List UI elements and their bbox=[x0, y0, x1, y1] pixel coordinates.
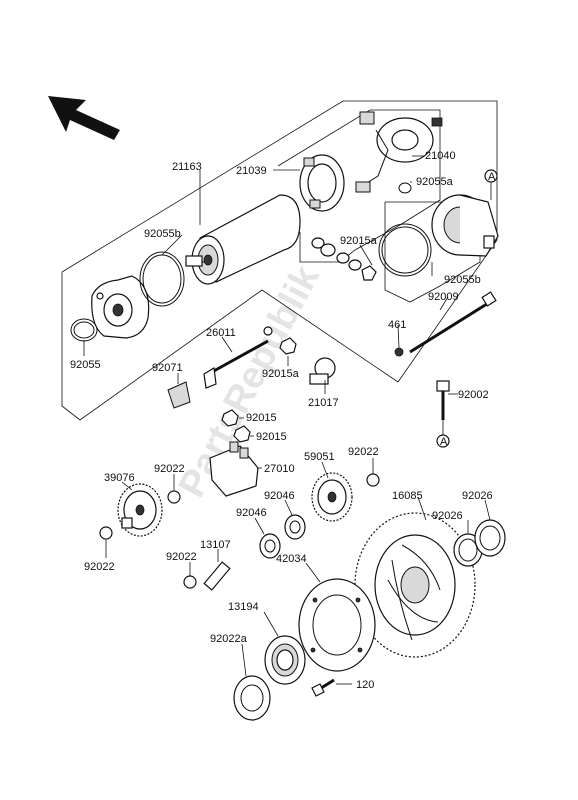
needle-bearing-92046-b bbox=[284, 514, 306, 540]
washer-92022-a bbox=[167, 490, 181, 504]
idle-gear-39076 bbox=[117, 483, 163, 537]
o-ring-92055b-front bbox=[139, 251, 185, 307]
label-92046-2: 92046 bbox=[236, 507, 267, 519]
needle-bearing-92046-a bbox=[259, 533, 281, 559]
part-labels: 21163 21039 21040 92055a 92055b 92015a 9… bbox=[70, 150, 493, 691]
spacer-ring-92026-b bbox=[474, 519, 506, 557]
label-26011: 26011 bbox=[206, 327, 236, 339]
front-direction-arrow-icon bbox=[48, 96, 120, 140]
brush-plate-21040 bbox=[355, 111, 443, 193]
label-92071: 92071 bbox=[152, 362, 183, 374]
o-ring-92055a bbox=[398, 182, 412, 194]
label-92055: 92055 bbox=[70, 359, 101, 371]
label-92022-3: 92022 bbox=[84, 561, 115, 573]
rubber-boot-92071 bbox=[167, 381, 191, 409]
lead-cable-26011 bbox=[203, 326, 273, 389]
o-ring-92055b-rear bbox=[378, 223, 432, 277]
label-21039: 21039 bbox=[236, 165, 267, 177]
leader-lines bbox=[83, 155, 491, 685]
label-92015a-2: 92015a bbox=[262, 368, 300, 380]
reference-marker-a-top: A bbox=[484, 169, 498, 200]
o-ring-92055 bbox=[70, 318, 98, 342]
bolt-92002 bbox=[436, 380, 450, 420]
label-27010: 27010 bbox=[264, 463, 295, 475]
label-59051: 59051 bbox=[304, 451, 335, 463]
label-21163: 21163 bbox=[172, 161, 202, 173]
washer-92022-b bbox=[99, 526, 113, 540]
label-16085: 16085 bbox=[392, 490, 423, 502]
nut-92015-lower bbox=[233, 425, 251, 443]
washer-92022a bbox=[233, 675, 271, 721]
label-92002: 92002 bbox=[458, 389, 489, 401]
svg-text:A: A bbox=[488, 171, 496, 183]
label-39076: 39076 bbox=[104, 472, 135, 484]
label-21040: 21040 bbox=[425, 150, 456, 162]
motor-yoke-21163 bbox=[185, 194, 301, 285]
label-92026-2: 92026 bbox=[432, 510, 463, 522]
label-42034: 42034 bbox=[276, 553, 307, 565]
washer-461 bbox=[394, 347, 404, 357]
label-92046-1: 92046 bbox=[264, 490, 295, 502]
bolt-120 bbox=[311, 678, 335, 697]
label-92015a-1: 92015a bbox=[340, 235, 378, 247]
label-92022a: 92022a bbox=[210, 633, 248, 645]
through-bolt-92009 bbox=[409, 291, 497, 354]
label-92015-2: 92015 bbox=[256, 431, 287, 443]
label-92022-2: 92022 bbox=[348, 446, 379, 458]
svg-text:A: A bbox=[440, 436, 448, 448]
washer-stack-92015a bbox=[311, 237, 377, 281]
washer-92022-d bbox=[183, 575, 197, 589]
label-92055a-1: 92055a bbox=[416, 176, 454, 188]
shaft-13107 bbox=[203, 561, 231, 591]
starter-relay-27010 bbox=[209, 441, 259, 497]
front-cover-part bbox=[91, 275, 150, 339]
washer-92022-c bbox=[366, 473, 380, 487]
one-way-clutch-13194 bbox=[264, 635, 306, 685]
label-13194: 13194 bbox=[228, 601, 259, 613]
label-92022-1: 92022 bbox=[154, 463, 185, 475]
nut-92015-upper bbox=[221, 409, 239, 427]
terminal-21017 bbox=[309, 357, 336, 385]
brush-holder-21039 bbox=[299, 154, 345, 212]
label-92055b-1: 92055b bbox=[144, 228, 181, 240]
label-13107: 13107 bbox=[200, 539, 231, 551]
nut-92015a bbox=[279, 337, 297, 355]
label-92022-4: 92022 bbox=[166, 551, 197, 563]
label-120: 120 bbox=[356, 679, 374, 691]
label-21017: 21017 bbox=[308, 397, 339, 409]
starter-gear-16085 bbox=[354, 512, 476, 658]
label-92009: 92009 bbox=[428, 291, 459, 303]
reference-marker-a-bottom: A bbox=[436, 420, 450, 448]
starter-clutch-42034 bbox=[298, 578, 376, 672]
label-461: 461 bbox=[388, 319, 406, 331]
label-92055b-2: 92055b bbox=[444, 274, 481, 286]
gear-59051 bbox=[311, 472, 353, 522]
rear-cover-part bbox=[431, 194, 499, 257]
label-92015-1: 92015 bbox=[246, 412, 277, 424]
label-92026-1: 92026 bbox=[462, 490, 493, 502]
